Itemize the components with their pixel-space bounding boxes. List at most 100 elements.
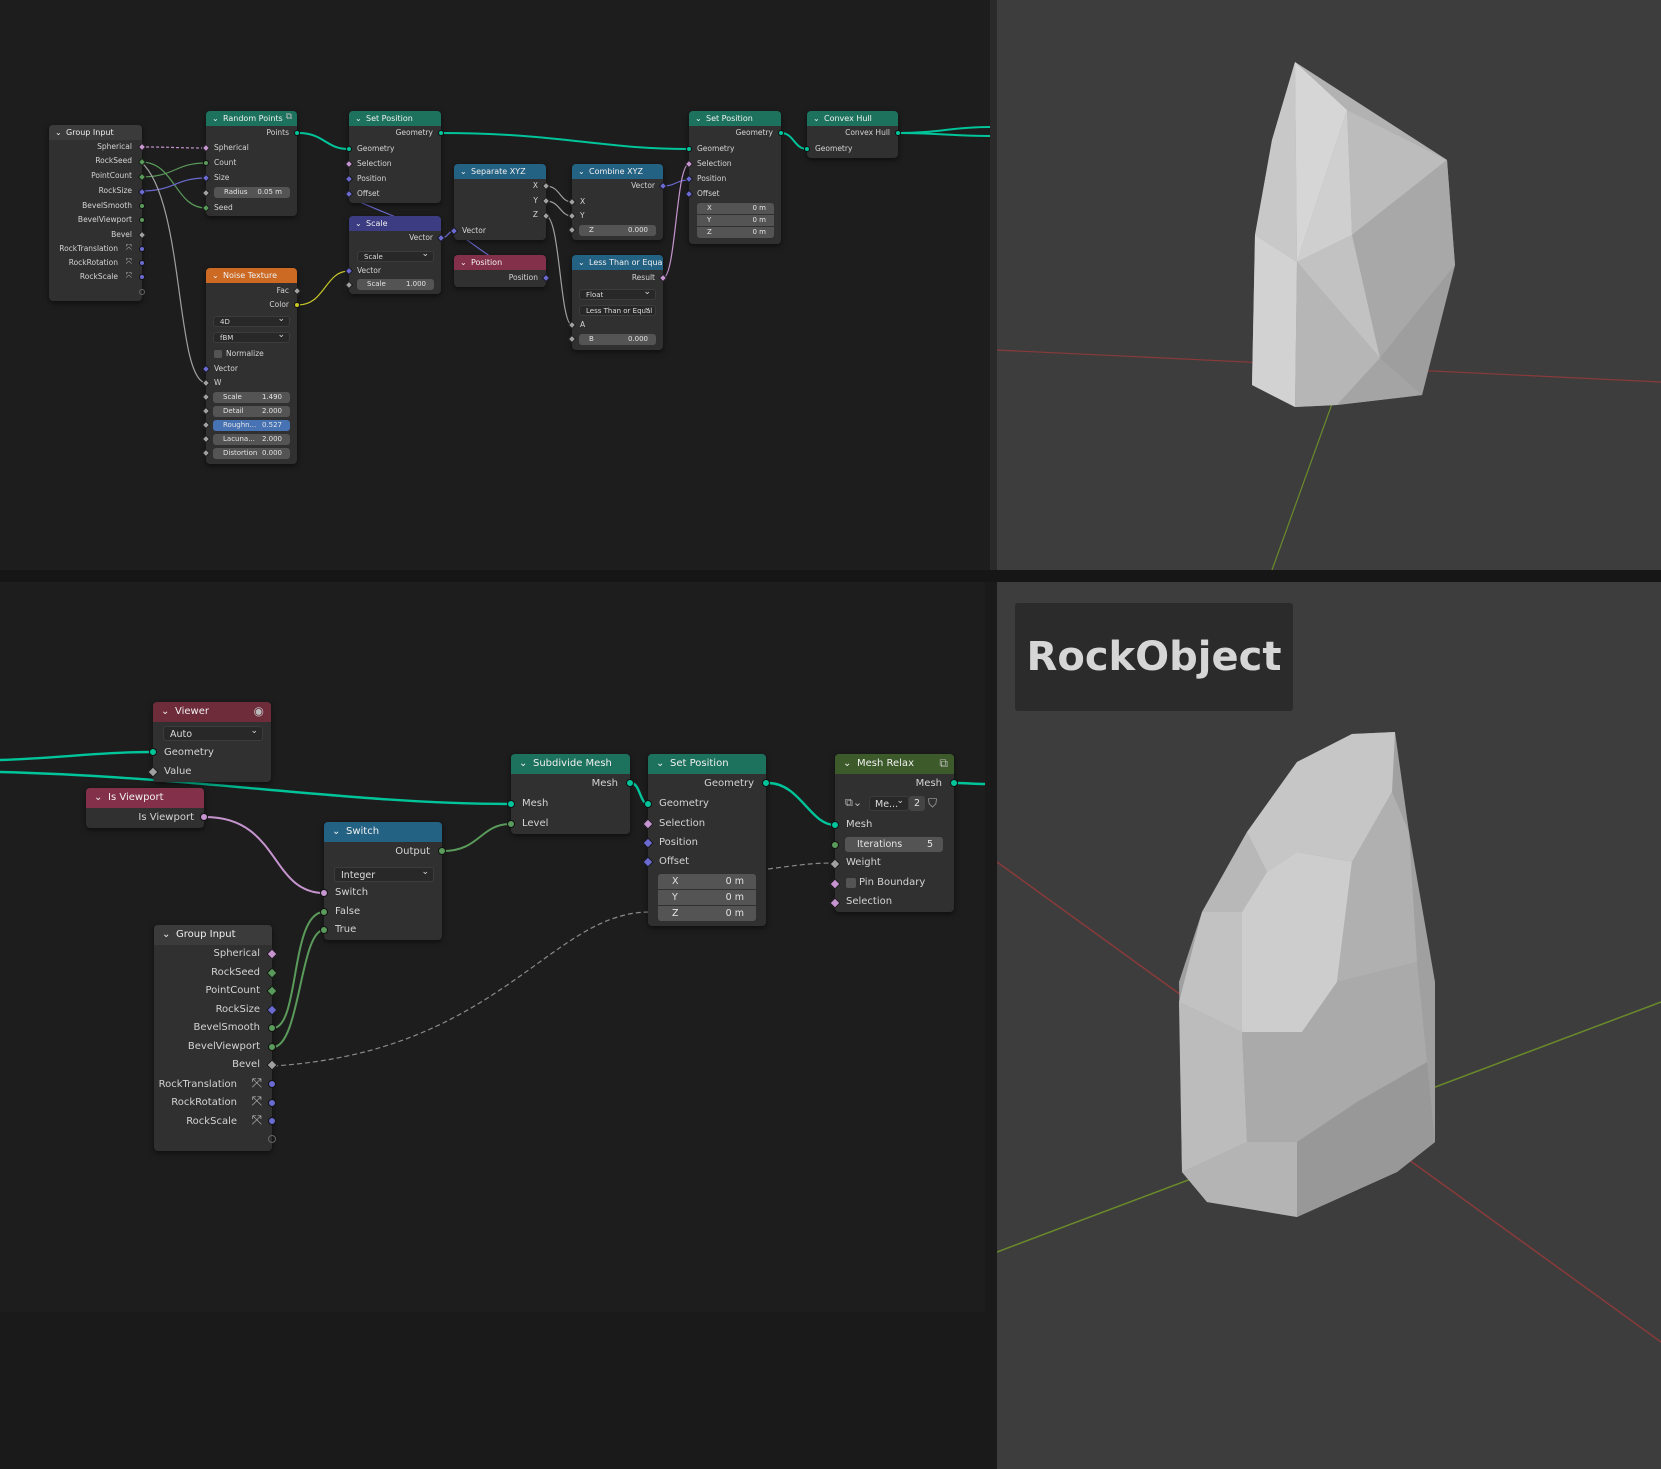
node-header[interactable]: ⌄Scale <box>349 216 441 231</box>
noise-type-dropdown[interactable]: fBM <box>213 330 290 343</box>
output-socket[interactable] <box>268 1024 276 1032</box>
normalize-checkbox[interactable] <box>214 350 222 358</box>
area-divider-bottom[interactable] <box>985 582 997 1469</box>
output-socket[interactable] <box>438 130 444 136</box>
output-socket[interactable] <box>268 1080 276 1088</box>
set-position-node-bottom[interactable]: ⌄Set Position Geometry Geometry Selectio… <box>642 754 770 926</box>
output-socket[interactable] <box>200 813 208 821</box>
collapse-chevron-icon[interactable]: ⌄ <box>460 258 467 267</box>
bottom-node-editor[interactable]: ⌄Viewer ◉ Auto Geometry Value ⌄Is Viewpo… <box>0 582 985 1312</box>
output-socket[interactable] <box>139 246 145 252</box>
switch-node[interactable]: ⌄Switch Output Integer Switch False True <box>320 822 446 940</box>
collapse-chevron-icon[interactable]: ⌄ <box>355 114 362 123</box>
dimensions-dropdown[interactable]: 4D <box>213 314 290 327</box>
operation-dropdown[interactable]: Less Than or Equal <box>579 303 656 316</box>
node-header[interactable]: ⌄Is Viewport <box>86 788 204 808</box>
collapse-chevron-icon[interactable]: ⌄ <box>332 826 341 837</box>
noise-texture-node[interactable]: ⌄Noise Texture Fac Color 4D fBM Normaliz… <box>201 268 302 464</box>
eye-icon[interactable]: ◉ <box>253 704 264 718</box>
type-dropdown[interactable]: Integer <box>334 865 434 882</box>
collapse-chevron-icon[interactable]: ⌄ <box>578 258 585 267</box>
node-header[interactable]: ⌄Set Position <box>689 111 781 126</box>
output-socket[interactable] <box>268 1043 276 1051</box>
output-socket[interactable] <box>139 274 145 280</box>
data-type-dropdown[interactable]: Float <box>579 287 656 300</box>
is-viewport-node[interactable]: ⌄Is Viewport Is Viewport <box>86 788 208 828</box>
input-socket[interactable] <box>320 926 328 934</box>
collapse-chevron-icon[interactable]: ⌄ <box>519 758 528 769</box>
output-socket[interactable] <box>139 260 145 266</box>
bottom-3d-viewport[interactable] <box>997 582 1661 1469</box>
random-points-node[interactable]: ⌄Random Points ⧉ Points Spherical Count … <box>201 111 300 216</box>
user-count[interactable]: 2 <box>909 796 925 811</box>
output-socket[interactable] <box>895 130 901 136</box>
group-input-node[interactable]: ⌄Group Input Spherical RockSeed PointCou… <box>49 125 147 301</box>
position-node[interactable]: ⌄Position Position <box>454 255 551 287</box>
input-socket[interactable] <box>149 748 157 756</box>
collapse-chevron-icon[interactable]: ⌄ <box>695 114 702 123</box>
set-position-node[interactable]: ⌄Set Position Geometry Geometry Selectio… <box>344 111 444 203</box>
node-header[interactable]: ⌄Mesh Relax <box>835 754 954 774</box>
area-divider-horizontal[interactable] <box>0 570 1661 582</box>
input-socket[interactable] <box>507 820 515 828</box>
node-header[interactable]: ⌄Noise Texture <box>206 268 297 283</box>
empty-output-socket[interactable] <box>268 1135 276 1143</box>
collapse-chevron-icon[interactable]: ⌄ <box>55 128 62 137</box>
pin-boundary-checkbox[interactable] <box>846 878 856 888</box>
node-header[interactable]: ⌄Viewer <box>153 702 271 722</box>
fake-user-shield-icon[interactable]: ⛉ <box>928 796 938 810</box>
input-socket[interactable] <box>320 908 328 916</box>
output-socket[interactable] <box>139 217 145 223</box>
viewer-node[interactable]: ⌄Viewer ◉ Auto Geometry Value <box>147 702 271 782</box>
collapse-chevron-icon[interactable]: ⌄ <box>212 114 219 123</box>
subdivide-mesh-node[interactable]: ⌄Subdivide Mesh Mesh Mesh Level <box>507 754 634 834</box>
input-socket[interactable] <box>831 841 839 849</box>
node-header[interactable]: ⌄Set Position <box>648 754 766 774</box>
output-socket[interactable] <box>762 779 770 787</box>
collapse-chevron-icon[interactable]: ⌄ <box>355 219 362 228</box>
top-3d-viewport[interactable] <box>997 0 1661 570</box>
compare-node[interactable]: ⌄Less Than or Equal Result Float Less Th… <box>567 255 668 350</box>
output-socket[interactable] <box>294 302 300 308</box>
collapse-chevron-icon[interactable]: ⌄ <box>656 758 665 769</box>
node-header[interactable]: ⌄Switch <box>324 822 442 842</box>
collapse-chevron-icon[interactable]: ⌄ <box>460 167 467 176</box>
collapse-chevron-icon[interactable]: ⌄ <box>578 167 585 176</box>
collapse-chevron-icon[interactable]: ⌄ <box>94 792 103 803</box>
top-node-editor[interactable]: ⌄Group Input Spherical RockSeed PointCou… <box>0 0 990 570</box>
node-header[interactable]: ⌄Random Points <box>206 111 297 126</box>
node-group-name[interactable]: Me... <box>869 794 909 811</box>
input-socket[interactable] <box>686 146 692 152</box>
operation-dropdown[interactable]: Scale <box>357 249 434 262</box>
node-header[interactable]: ⌄Set Position <box>349 111 441 126</box>
output-socket[interactable] <box>438 847 446 855</box>
empty-output-socket[interactable] <box>139 289 145 295</box>
node-header[interactable]: ⌄Group Input <box>154 925 272 945</box>
input-socket[interactable] <box>203 160 209 166</box>
collapse-chevron-icon[interactable]: ⌄ <box>212 271 219 280</box>
collapse-chevron-icon[interactable]: ⌄ <box>843 758 852 769</box>
separate-xyz-node[interactable]: ⌄Separate XYZ X Y Z Vector <box>449 164 551 240</box>
output-socket[interactable] <box>950 779 958 787</box>
group-input-node-bottom[interactable]: ⌄Group Input Spherical RockSeed PointCou… <box>154 925 278 1151</box>
input-socket[interactable] <box>831 821 839 829</box>
output-socket[interactable] <box>268 1099 276 1107</box>
node-header[interactable]: ⌄Combine XYZ <box>572 164 663 179</box>
input-socket[interactable] <box>507 800 515 808</box>
collapse-chevron-icon[interactable]: ⌄ <box>161 706 170 717</box>
roughness-field[interactable]: Roughn...0.527 <box>213 420 290 431</box>
collapse-chevron-icon[interactable]: ⌄ <box>162 929 171 940</box>
